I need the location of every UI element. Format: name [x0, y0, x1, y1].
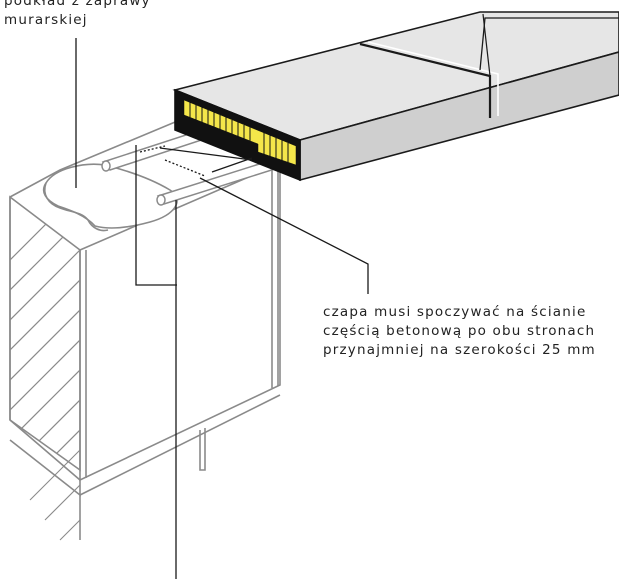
label-mortar-bed-line-2: murarskiej: [4, 12, 88, 28]
leader-joint: [479, 17, 619, 71]
leader-lines: [75, 17, 619, 579]
label-mortar-bed: podkład z zaprawy murarskiej: [4, 0, 151, 30]
label-mortar-bed-line-1: podkład z zaprawy: [4, 0, 151, 9]
insulation-core: [183, 99, 297, 166]
leader-bearing-note: [199, 177, 369, 294]
label-bearing-note-line-1: czapa musi spoczywać na ścianie: [323, 304, 587, 320]
wall-front-face: [79, 140, 281, 482]
label-bearing-note-line-2: częścią betonową po obu stronach: [323, 323, 596, 339]
label-bearing-note-line-3: przynajmniej na szerokości 25 mm: [323, 342, 596, 358]
coping-cap: [172, 11, 619, 182]
leader-rebar-bracket: [135, 145, 177, 286]
insulation-pattern: [189, 102, 289, 163]
label-bearing-note: czapa musi spoczywać na ścianie częścią …: [323, 303, 596, 360]
rebar-front: [156, 159, 280, 205]
